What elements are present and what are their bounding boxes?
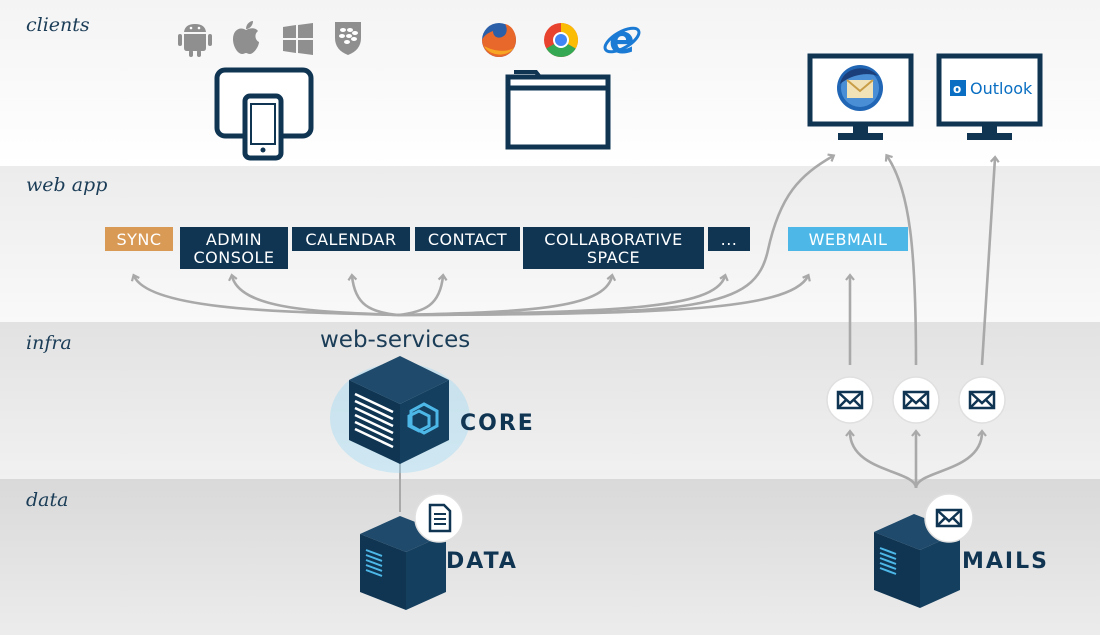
svg-text:o: o: [953, 82, 961, 96]
thunderbird-icon: [837, 65, 883, 111]
band-label-data: data: [26, 489, 69, 511]
svg-text:e: e: [609, 18, 635, 62]
module-webmail: WEBMAIL: [788, 227, 908, 251]
module-admin-label-line1: ADMIN: [205, 230, 263, 249]
module-contact: CONTACT: [415, 227, 520, 251]
envelope-icon: [924, 493, 974, 543]
module-contact-label: CONTACT: [427, 230, 508, 249]
server-icon: [360, 516, 446, 610]
module-webmail-label: WEBMAIL: [808, 230, 888, 249]
envelope-icon: [958, 376, 1006, 424]
module-collab-label-line2: SPACE: [586, 248, 641, 267]
module-collab-label-line1: COLLABORATIVE: [544, 230, 683, 249]
arrow-to-thunderbird: [397, 153, 836, 317]
arrow-mails-to-env3: [914, 429, 987, 489]
desktop-monitor-icon: [936, 53, 1043, 140]
blackberry-icon: [335, 22, 361, 55]
core-label: CORE: [460, 411, 535, 436]
module-calendar-label: CALENDAR: [305, 230, 397, 249]
outlook-icon: o: [950, 80, 966, 96]
module-sync-label: SYNC: [116, 230, 162, 249]
apple-icon: [233, 21, 259, 54]
document-icon: [414, 493, 464, 543]
browser-window-icon: [505, 70, 611, 150]
firefox-icon: [482, 23, 516, 57]
server-icon: [874, 514, 960, 608]
outlook-label: Outlook: [970, 79, 1033, 98]
arrow-mails-to-env1: [845, 429, 918, 489]
ie-icon: e: [603, 18, 641, 62]
chrome-icon: [544, 23, 578, 57]
arrow-mail-to-thunderbird: [884, 153, 918, 366]
module-more: ...: [708, 227, 750, 251]
arrow-to-calendar: [347, 273, 399, 317]
module-calendar: CALENDAR: [292, 227, 410, 251]
module-admin-label-line2: CONSOLE: [193, 248, 275, 267]
mails-label: MAILS: [962, 549, 1049, 574]
module-more-label: ...: [720, 230, 738, 249]
web-services-label: web-services: [320, 327, 471, 353]
android-icon: [178, 24, 212, 57]
arrow-mail-to-outlook: [980, 155, 1000, 366]
band-label-clients: clients: [26, 14, 90, 36]
band-label-infra: infra: [26, 332, 72, 354]
envelope-icon: [826, 376, 874, 424]
windows-icon: [283, 23, 313, 55]
module-sync: SYNC: [105, 227, 173, 251]
data-label: DATA: [446, 549, 518, 574]
core-cube-icon: [330, 356, 470, 473]
tablet-icon: [214, 67, 314, 161]
arrow-to-admin: [228, 273, 399, 317]
band-label-web-app: web app: [26, 174, 108, 196]
envelope-icon: [892, 376, 940, 424]
